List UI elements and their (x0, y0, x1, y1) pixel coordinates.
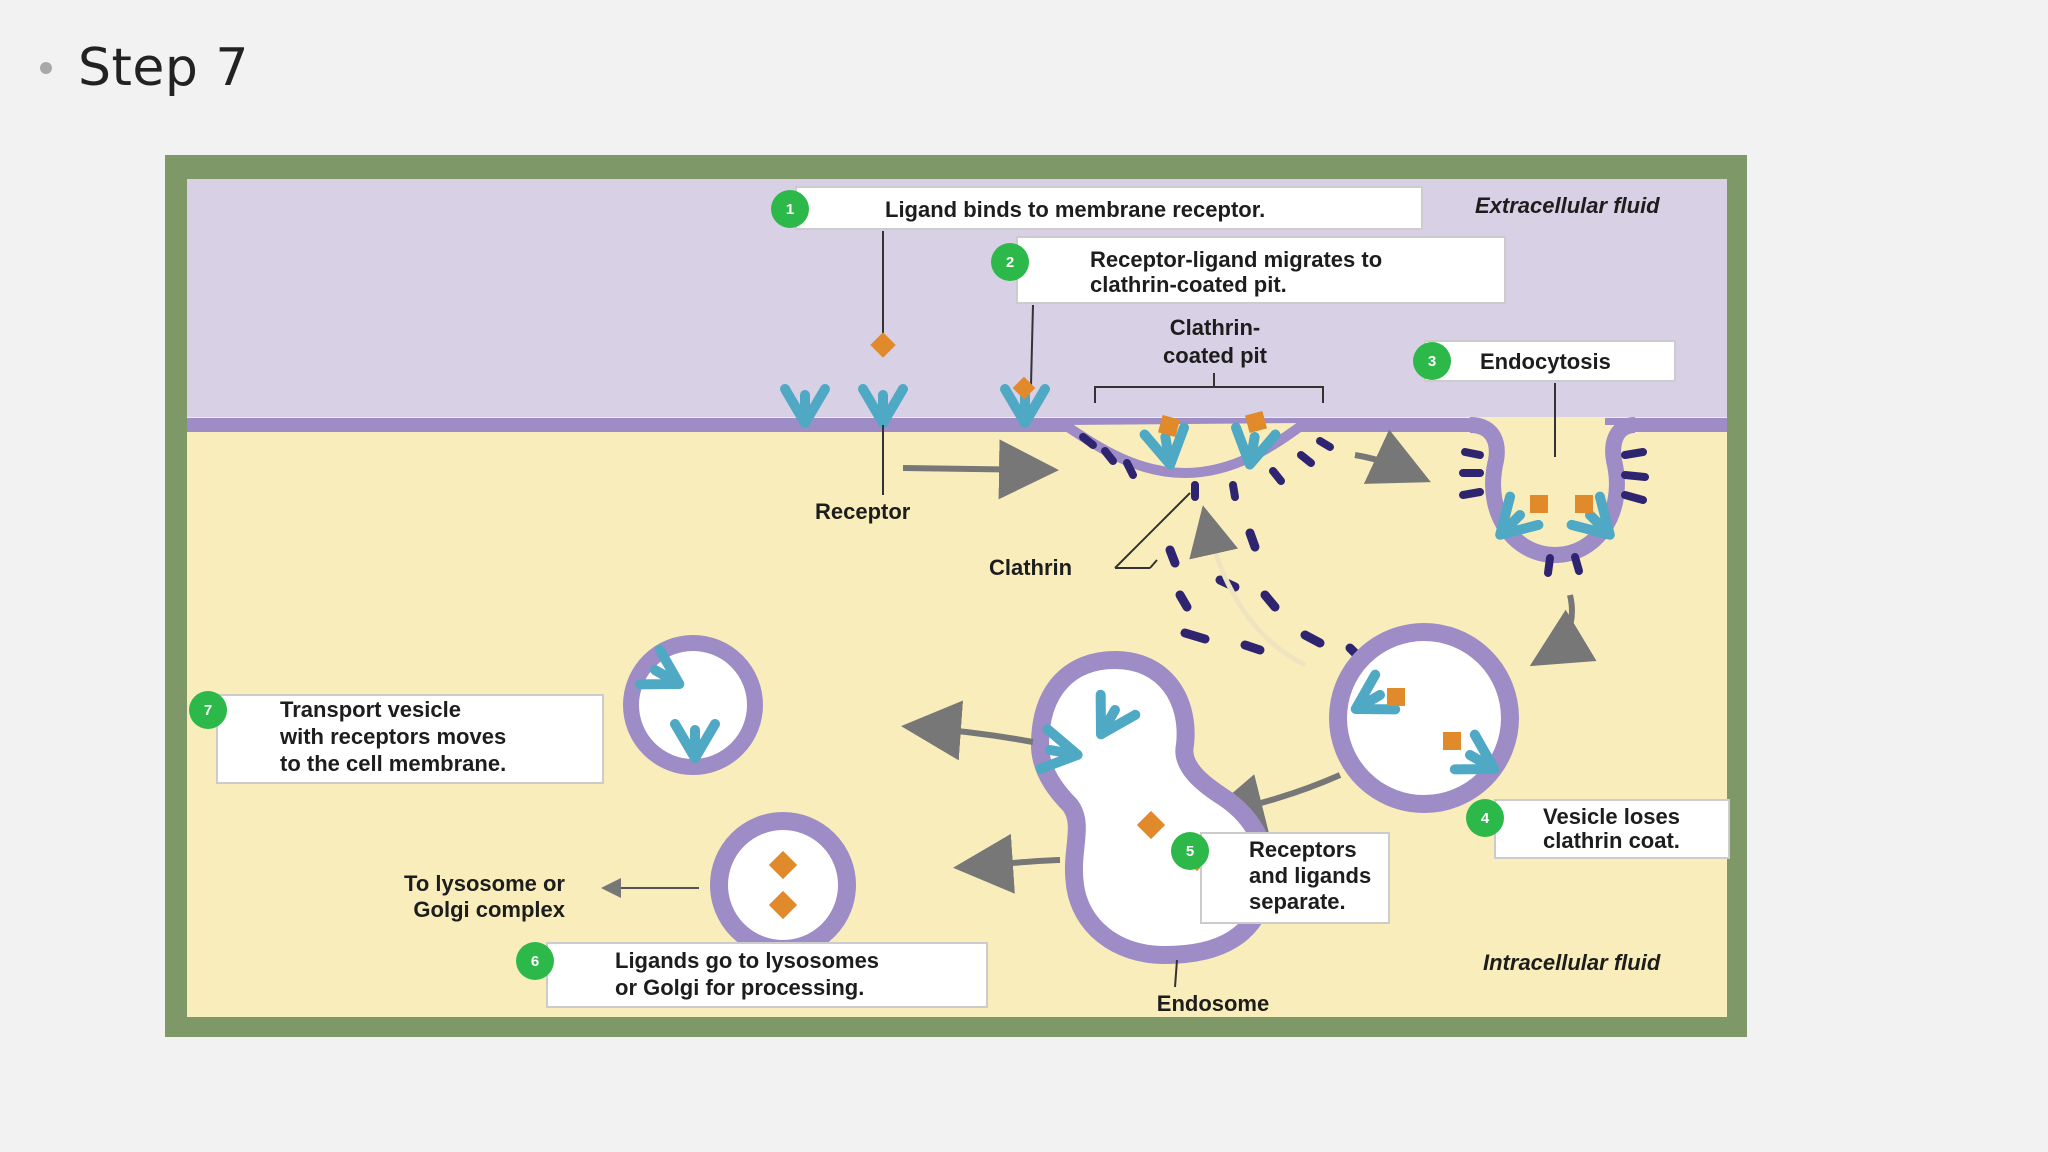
step-6-num: 6 (531, 953, 539, 970)
ligand-free (870, 332, 896, 358)
step-6-label: 6 Ligands go to lysosomes or Golgi for p… (516, 942, 988, 1008)
ligand-vesicle (710, 812, 856, 958)
step-7-text-line-1: Transport vesicle (280, 697, 461, 722)
step-5-num: 5 (1186, 843, 1194, 860)
slide-title: Step 7 (78, 38, 250, 98)
step-5-label: 5 Receptors and ligands separate. (1171, 832, 1390, 924)
step-3-label: 3 Endocytosis (1413, 340, 1676, 382)
step-badge-2 (991, 243, 1029, 281)
step-badge-4 (1466, 799, 1504, 837)
slide-heading: Step 7 (40, 38, 249, 98)
lysosome-label-line-1: To lysosome or (404, 871, 565, 896)
clathrin-coat-pit (1079, 433, 1334, 501)
clathrin-label: Clathrin (989, 555, 1072, 580)
step-badge-6 (516, 942, 554, 980)
step-2-text-line-1: Receptor-ligand migrates to (1090, 247, 1382, 272)
extracellular-fluid-label: Extracellular fluid (1475, 193, 1660, 218)
step-badge-5 (1171, 832, 1209, 870)
step-4-text-line-2: clathrin coat. (1543, 828, 1680, 853)
step-5-text-line-2: and ligands (1249, 863, 1371, 888)
clathrin-coat-endocytosis (1459, 448, 1649, 577)
step-3-text-line-1: Endocytosis (1480, 349, 1611, 374)
step-1-num: 1 (786, 201, 794, 218)
endosome-label: Endosome (1157, 991, 1269, 1016)
step-7-text-line-2: with receptors moves (279, 724, 506, 749)
step-4-text-line-1: Vesicle loses (1543, 804, 1680, 829)
step-1-text-line-1: Ligand binds to membrane receptor. (885, 197, 1265, 222)
lysosome-label-line-2: Golgi complex (413, 897, 565, 922)
clathrin-pit-label-line-2: coated pit (1163, 343, 1268, 368)
step-4-label: 4 Vesicle loses clathrin coat. (1466, 799, 1730, 859)
bullet-icon (40, 62, 52, 74)
step-7-num: 7 (204, 702, 212, 719)
step-2-num: 2 (1006, 254, 1014, 271)
step-6-text-line-2: or Golgi for processing. (615, 975, 864, 1000)
step-badge-7 (189, 691, 227, 729)
clathrin-pit-label-line-1: Clathrin- (1170, 315, 1260, 340)
step-7-label: 7 Transport vesicle with receptors moves… (189, 691, 604, 784)
step-4-num: 4 (1481, 810, 1490, 827)
step-2-text-line-2: clathrin-coated pit. (1090, 272, 1287, 297)
step-5-text-line-3: separate. (1249, 889, 1346, 914)
endocytosis-diagram: 1 Ligand binds to membrane receptor. 2 R… (165, 155, 1747, 1037)
step-3-num: 3 (1428, 353, 1436, 370)
step-badge-3 (1413, 342, 1451, 380)
intracellular-fluid-label: Intracellular fluid (1483, 950, 1661, 975)
step-6-text-line-1: Ligands go to lysosomes (615, 948, 879, 973)
step-2-label: 2 Receptor-ligand migrates to clathrin-c… (991, 236, 1506, 304)
receptor-label: Receptor (815, 499, 911, 524)
step-1-label: 1 Ligand binds to membrane receptor. (771, 186, 1423, 230)
endosome-ligand-1 (1136, 810, 1166, 840)
uncoated-vesicle (1329, 623, 1519, 813)
step-5-text-line-1: Receptors (1249, 837, 1357, 862)
step-7-text-line-3: to the cell membrane. (280, 751, 506, 776)
step-badge-1 (771, 190, 809, 228)
